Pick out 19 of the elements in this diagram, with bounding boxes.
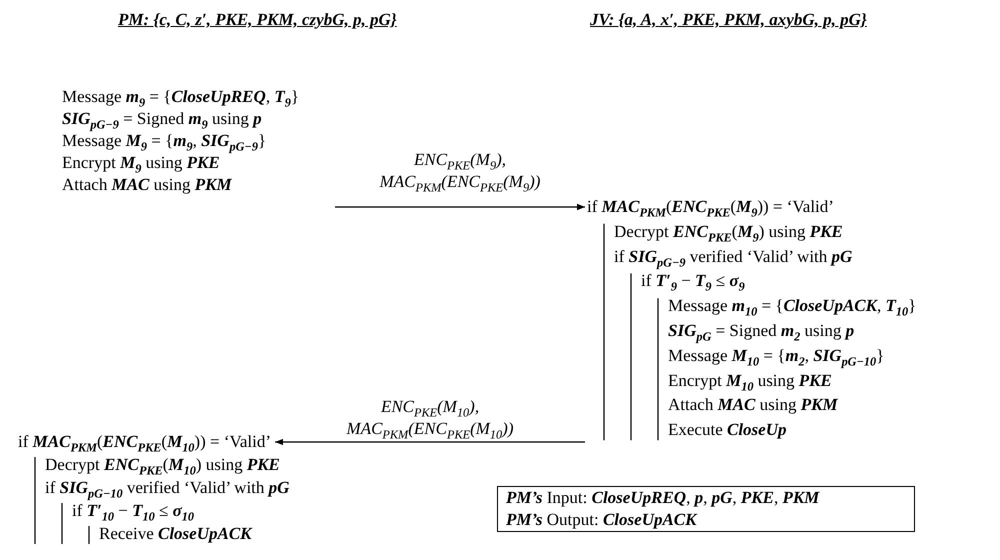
edge-label: ENC$_{PKE}$(M$_{9}$), MAC$_{PKM}$(ENC$_{PKE}$(M$_{9}$)) xyxy=(378,149,542,193)
protocol-step: Execute CloseUp xyxy=(668,419,786,442)
protocol-step: if SIG$_{pG−9}$ verified ‘Valid’ with pG xyxy=(614,246,852,273)
protocol-step: Encrypt M$_{10}$ using PKE xyxy=(668,370,832,397)
party-heading: PM: {c, C, z′, PKE, PKM, czybG, p, pG} xyxy=(118,9,397,31)
info-box xyxy=(497,486,915,532)
protocol-step: Attach MAC using PKM xyxy=(668,394,838,416)
protocol-step: SIG$_{pG}$ = Signed m$_{2}$ using p xyxy=(668,320,854,348)
protocol-step: Message m$_{10}$ = {CloseUpACK, T$_{10}$} xyxy=(668,295,916,323)
arrow xyxy=(335,204,585,210)
party-heading: JV: {a, A, x′, PKE, PKM, axybG, p, pG} xyxy=(590,9,867,31)
info-text: PM’s Output: CloseUpACK xyxy=(506,509,696,531)
protocol-step: Message M$_{10}$ = {m$_{2}$, SIG$_{pG−10}$} xyxy=(668,344,884,372)
info-text: PM’s Input: CloseUpREQ, p, pG, PKE, PKM xyxy=(506,487,820,509)
edge-label: ENC$_{PKE}$(M$_{10}$), MAC$_{PKM}$(ENC$_{PKE}$(M$_{10}$)) xyxy=(345,396,514,440)
arrow xyxy=(275,438,585,446)
protocol-step: if T′$_{9}$ − T$_{9}$ ≤ σ$_{9}$ xyxy=(641,270,745,298)
protocol-step: if MAC$_{PKM}$(ENC$_{PKE}$(M$_{9}$)) = ‘Valid’ xyxy=(587,196,834,224)
protocol-step: Decrypt ENC$_{PKE}$(M$_{9}$) using PKE xyxy=(614,220,843,248)
